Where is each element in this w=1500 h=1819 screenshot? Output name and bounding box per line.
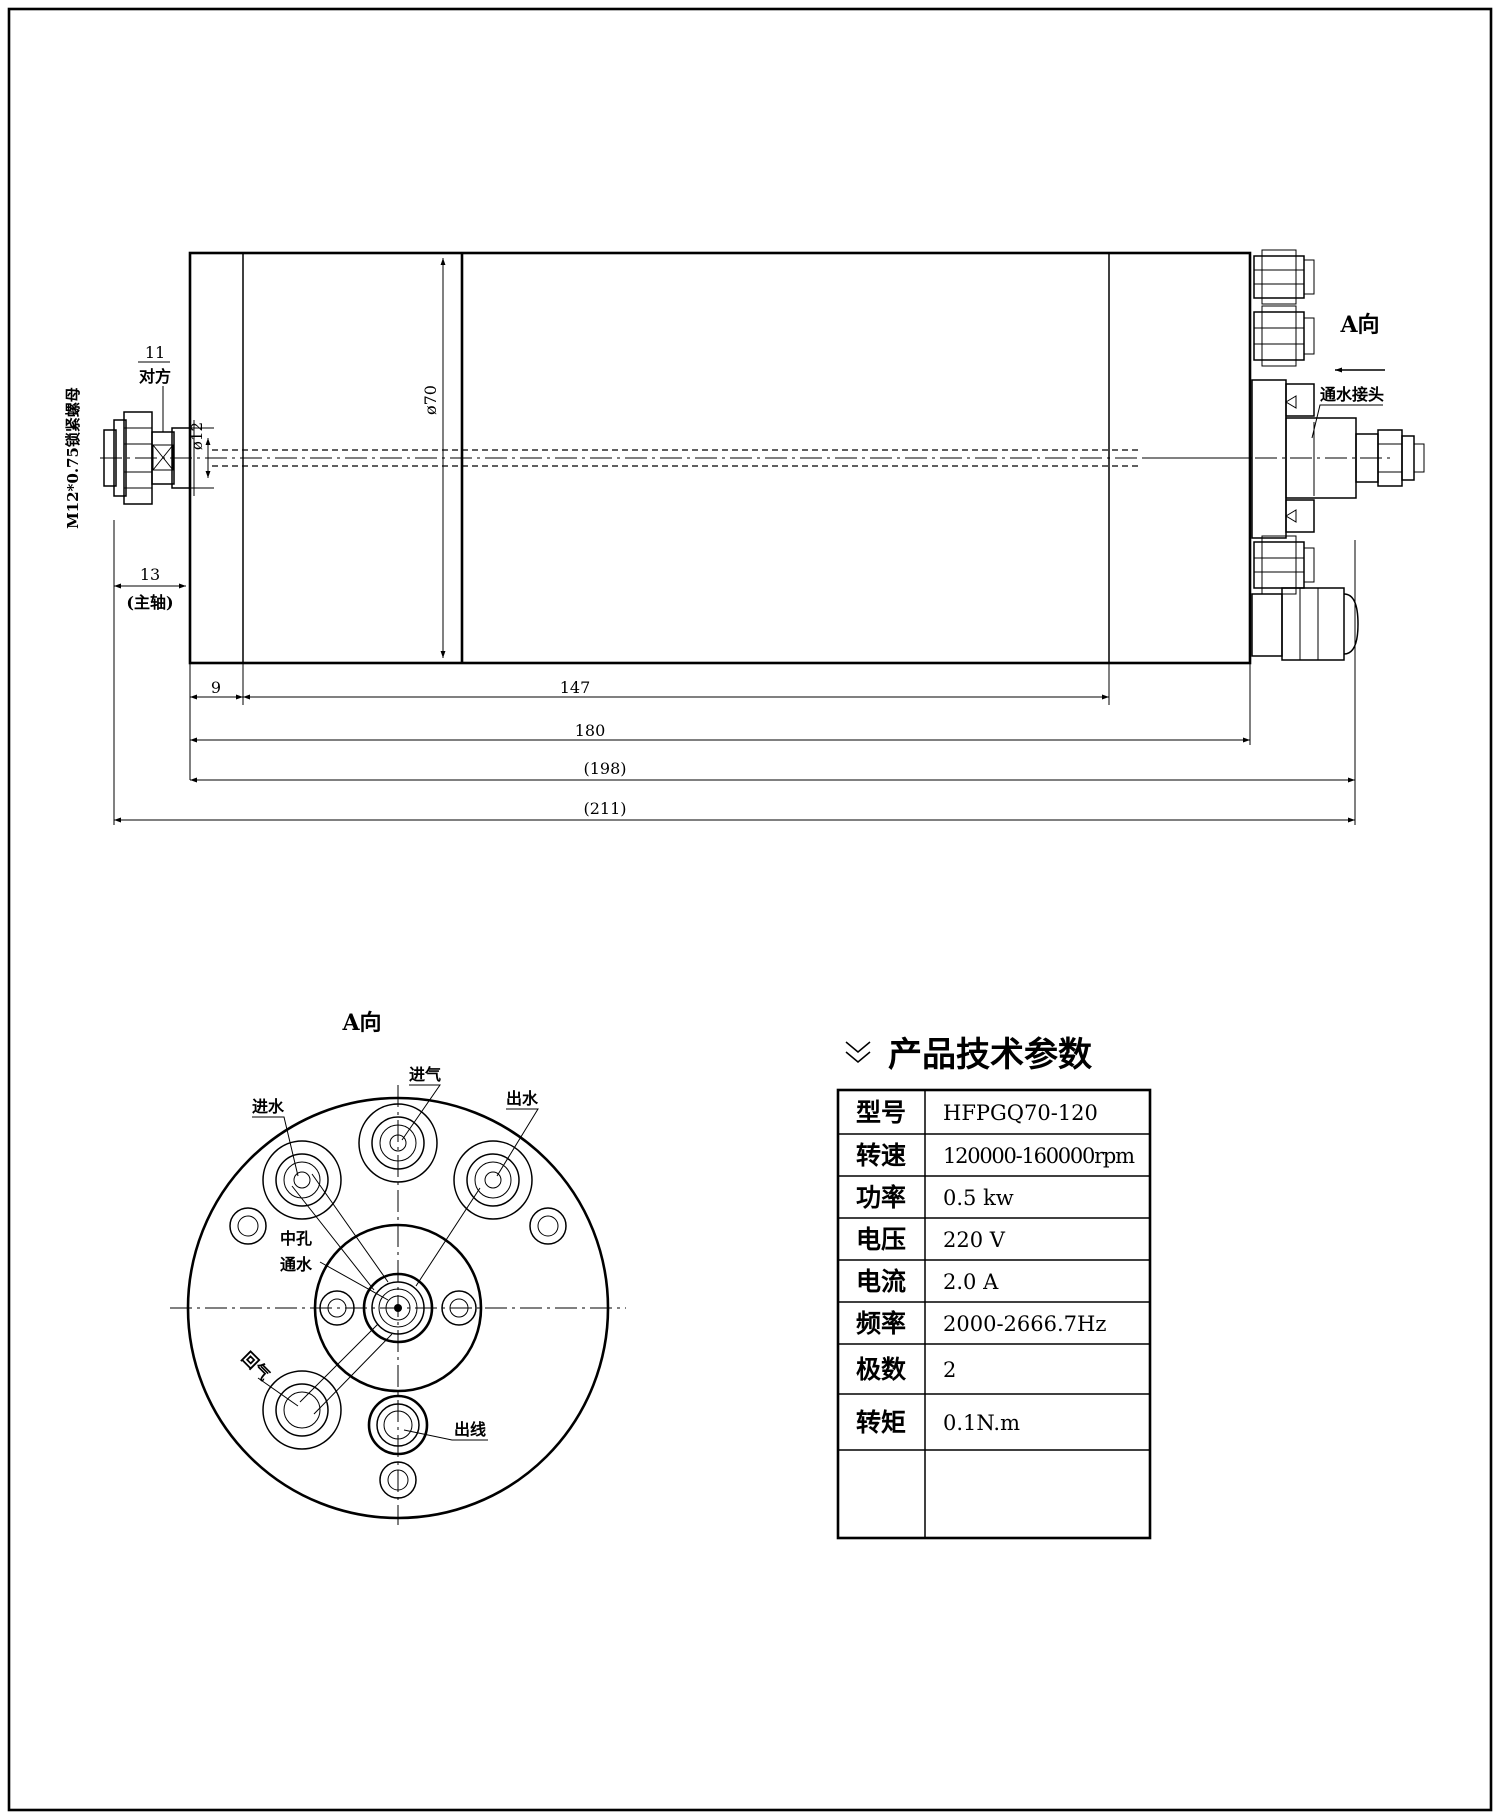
- body-diameter-label: ø70: [421, 385, 440, 415]
- spec-row-value: HFPGQ70-120: [943, 1101, 1098, 1125]
- spec-row-label: 电流: [856, 1267, 906, 1296]
- dim-front-label: 9: [211, 678, 221, 697]
- mount-hole-bottom: [379, 1461, 417, 1499]
- side-view: A向 通水接头 M12*0.75锁紧螺母 11 对方 ø12 ø70 13 (主…: [64, 249, 1425, 825]
- label-center-hole-1: 中孔: [280, 1229, 312, 1248]
- mount-hole-left: [229, 1207, 267, 1245]
- spec-row-value: 2.0 A: [943, 1270, 999, 1294]
- spec-table-section: 产品技术参数 型号 HFPGQ70-120 转速 120000-160000rpm 功率…: [836, 1035, 1152, 1540]
- spec-row-value: 0.5 kw: [943, 1186, 1014, 1210]
- shaft-length-note: (主轴): [126, 593, 173, 612]
- port-water-out: [453, 1140, 533, 1220]
- label-air-return: 回气: [238, 1348, 274, 1384]
- hub-hole-right: [441, 1290, 477, 1326]
- water-connector-label: 通水接头: [1320, 385, 1384, 404]
- spec-row-value: 0.1N.m: [943, 1411, 1020, 1435]
- nut-label: M12*0.75锁紧螺母: [64, 387, 82, 529]
- spec-table-frame: [836, 1088, 1152, 1540]
- rear-fitting-bottom: [1253, 535, 1315, 595]
- flat-size-label: 11: [145, 343, 165, 362]
- port-air-in: [358, 1103, 438, 1183]
- hub-hole-left: [319, 1290, 355, 1326]
- end-view-title: A向: [341, 1010, 381, 1036]
- label-water-out: 出水: [506, 1089, 539, 1108]
- dim-with-connectors-label: (198): [583, 759, 626, 778]
- label-air-in: 进气: [409, 1065, 441, 1084]
- spec-row-label: 功率: [856, 1183, 906, 1212]
- end-view-a: A向: [170, 1010, 626, 1525]
- dim-overall-label: (211): [583, 799, 626, 818]
- wrench-flat-square: [152, 444, 174, 471]
- spec-row-label: 转速: [856, 1141, 906, 1170]
- water-connector-block: [1142, 379, 1425, 539]
- rear-fitting-top-1: [1253, 249, 1315, 305]
- spec-row-label: 极数: [856, 1355, 907, 1384]
- label-cable-out: 出线: [454, 1420, 486, 1439]
- label-water-in: 进水: [252, 1097, 285, 1116]
- spec-row-label: 电压: [856, 1225, 906, 1254]
- center-hub: [313, 1223, 483, 1393]
- spec-row-value: 120000-160000rpm: [943, 1144, 1135, 1168]
- center-hole: [362, 1272, 434, 1344]
- dim-body-label: 180: [575, 721, 606, 740]
- spec-row-label: 转矩: [856, 1408, 906, 1437]
- shaft-diameter-label: ø12: [188, 422, 206, 450]
- mount-hole-right: [529, 1207, 567, 1245]
- port-air-return: [262, 1370, 342, 1450]
- shaft-length-label: 13: [140, 565, 160, 584]
- dim-middle-label: 147: [560, 678, 591, 697]
- view-arrow-a-label: A向: [1339, 312, 1379, 338]
- label-center-hole-2: 通水: [280, 1255, 313, 1274]
- spec-row-value: 220 V: [943, 1228, 1006, 1252]
- port-cable-out: [367, 1394, 429, 1456]
- water-connector-leader: [1311, 404, 1383, 439]
- drawing-frame: [7, 7, 1493, 1812]
- double-chevron-down-icon: [845, 1041, 871, 1063]
- spec-row-label: 频率: [856, 1309, 906, 1338]
- port-water-in: [262, 1140, 342, 1220]
- lock-nut: [103, 411, 153, 505]
- flat-label: 对方: [139, 367, 171, 386]
- rear-fitting-top-2: [1253, 305, 1315, 367]
- spec-row-label: 型号: [856, 1098, 906, 1127]
- spec-heading: 产品技术参数: [888, 1035, 1092, 1075]
- shaft: [171, 427, 191, 489]
- spec-row-value: 2000-2666.7Hz: [943, 1312, 1106, 1336]
- spec-row-value: 2: [943, 1358, 956, 1382]
- cable-gland: [1251, 587, 1359, 661]
- spec-table-rows: 型号 HFPGQ70-120 转速 120000-160000rpm 功率 0.5 kw 电…: [838, 1098, 1150, 1451]
